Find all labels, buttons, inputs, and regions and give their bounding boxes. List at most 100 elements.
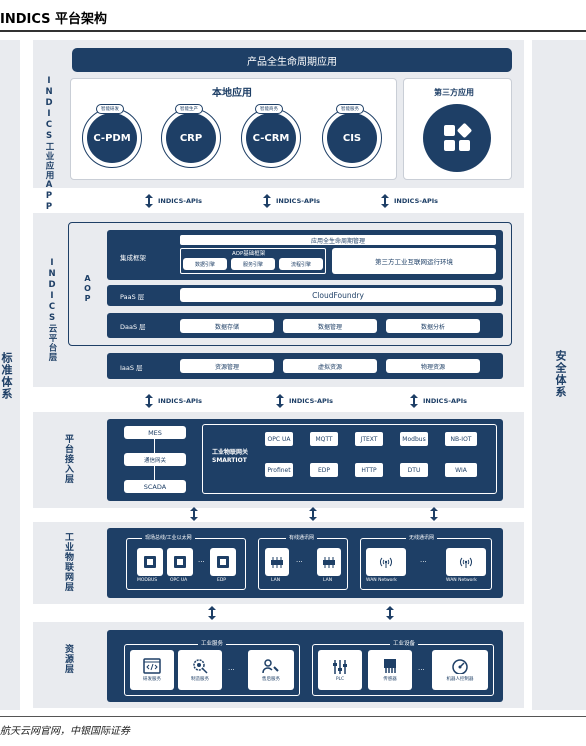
- plc-module-icon: [217, 556, 229, 568]
- page-title: INDICS 平台架构: [0, 12, 108, 27]
- res-sensor-label: 传感器: [383, 677, 397, 682]
- api-label: INDICS-APIs: [276, 197, 321, 205]
- app-cis[interactable]: CIS: [327, 113, 377, 163]
- footer-source: 航天云网官网，中银国际证券: [0, 726, 130, 737]
- app-crp[interactable]: CRP: [166, 113, 216, 163]
- smartiot-frame: [202, 424, 497, 494]
- res-ellipsis: ...: [228, 664, 235, 672]
- iot-ellipsis: ...: [420, 556, 427, 564]
- protocol-mqtt: MQTT: [309, 431, 339, 447]
- app-ccrm[interactable]: C-CRM: [246, 113, 296, 163]
- iot-device-modbus: [137, 548, 163, 576]
- security-system-panel: [532, 40, 586, 710]
- protocol-opcua: OPC UA: [264, 431, 294, 447]
- daas-analysis: 数据分析: [386, 319, 480, 333]
- app-tag-cis: 智能服务: [336, 104, 364, 114]
- aop-frame: [68, 222, 512, 346]
- daas-label: DaaS 层: [120, 323, 146, 331]
- gear-search-icon: [193, 659, 208, 674]
- gauge-icon: [452, 659, 468, 674]
- api-label: INDICS-APIs: [158, 197, 203, 205]
- wireless-antenna-icon: [380, 557, 392, 568]
- protocol-edp: EDP: [309, 462, 339, 478]
- api-link-1c: INDICS-APIs: [381, 194, 438, 208]
- resource-layer-label: 资源层: [63, 644, 73, 674]
- network-switch-icon: [271, 557, 283, 568]
- access-mes: MES: [124, 426, 186, 439]
- protocol-wia: WIA: [444, 462, 478, 478]
- daas-management: 数据管理: [283, 319, 377, 333]
- iot-group-wireless-title: 无线通讯网: [406, 534, 438, 541]
- access-scada: SCADA: [124, 480, 186, 493]
- protocol-http: HTTP: [354, 462, 384, 478]
- third-party-app-circle[interactable]: [423, 104, 491, 172]
- res-after-sales: 售后服务: [248, 650, 294, 690]
- iot-device-edp: [210, 548, 236, 576]
- res-group-equipment-title: 工业设备: [390, 639, 419, 647]
- lifecycle-banner: 产品全生命周期应用: [72, 48, 512, 72]
- iot-device-wan-2: [446, 548, 486, 576]
- aop-base-label: AOP基础框架: [232, 251, 266, 257]
- link-arrow: [208, 606, 216, 620]
- iaas-label: IaaS 层: [120, 364, 143, 372]
- api-label: INDICS-APIs: [423, 397, 468, 405]
- protocol-dtu: DTU: [399, 462, 429, 478]
- res-ellipsis: ...: [418, 664, 425, 672]
- lifecycle-banner-text: 产品全生命周期应用: [247, 56, 337, 68]
- app-layer-label: INDICS工业应用APP层: [44, 76, 54, 223]
- api-label: INDICS-APIs: [158, 397, 203, 405]
- paas-label: PaaS 层: [120, 293, 145, 301]
- security-system-label: 安全体系: [554, 350, 567, 398]
- res-sensor: 传感器: [368, 650, 412, 690]
- integration-label: 集成框架: [120, 254, 146, 262]
- iot-device-lan-2: [317, 548, 341, 576]
- iot-item-edp: EDP: [217, 578, 227, 583]
- iot-ellipsis: ...: [198, 556, 205, 564]
- res-mfg-label: 制造服务: [191, 677, 209, 682]
- apps-grid-icon: [444, 123, 472, 151]
- iot-item-opcua: OPC UA: [170, 578, 188, 583]
- smartiot-label: 工业物联网关 SMARTIOT: [212, 449, 249, 464]
- standard-system-label: 标准体系: [0, 352, 13, 400]
- aop-item-process-engine: 流程引擎: [279, 258, 323, 270]
- res-rd-service: 研发服务: [130, 650, 174, 690]
- third-party-env: 第三方工业互联网运行环境: [332, 248, 496, 274]
- plc-module-icon: [174, 556, 186, 568]
- link-arrow: [386, 606, 394, 620]
- access-layer-label: 平台接入层: [63, 434, 73, 484]
- api-label: INDICS-APIs: [289, 397, 334, 405]
- protocol-modbus: Modbus: [399, 431, 429, 447]
- lifecycle-mgmt: 应用全生命周期管理: [180, 235, 496, 245]
- api-link-1a: INDICS-APIs: [145, 194, 202, 208]
- iot-device-wan-1: [366, 548, 406, 576]
- standard-system-panel: [0, 40, 20, 710]
- iaas-physical: 物理资源: [386, 359, 480, 373]
- third-party-title: 第三方应用: [434, 88, 474, 97]
- res-robot-controller: 机器人控制器: [432, 650, 488, 690]
- wireless-antenna-icon: [460, 557, 472, 568]
- access-gateway-comm: 通信网关: [124, 453, 186, 466]
- wrench-person-icon: [262, 659, 279, 674]
- res-plc: PLC: [318, 650, 362, 690]
- cloud-layer-label: INDICS云平台层: [47, 258, 57, 362]
- iaas-resource-mgmt: 资源管理: [180, 359, 274, 373]
- api-link-2c: INDICS-APIs: [410, 394, 467, 408]
- iot-group-fieldbus-title: 现场总线/工业以太网: [142, 534, 195, 541]
- sliders-icon: [333, 659, 347, 674]
- iot-item-wan-2: WAN Network: [446, 578, 477, 583]
- iot-ellipsis: ...: [296, 556, 303, 564]
- app-tag-ccrm: 智能商务: [255, 104, 283, 114]
- iot-device-lan-1: [265, 548, 289, 576]
- iot-item-lan-1: LAN: [271, 578, 281, 583]
- aop-base-frame: [180, 248, 326, 274]
- aop-item-data-engine: 数据引擎: [183, 258, 227, 270]
- aop-label: AOP: [83, 274, 92, 304]
- iot-group-wired-title: 有线通讯网: [286, 534, 318, 541]
- protocol-jtext: JTEXT: [354, 431, 384, 447]
- link-arrow: [430, 507, 438, 521]
- res-mfg-service: 制造服务: [178, 650, 222, 690]
- app-cpdm[interactable]: C-PDM: [87, 113, 137, 163]
- iot-item-modbus: MODBUS: [137, 578, 158, 583]
- paas-cloudfoundry: CloudFoundry: [180, 288, 496, 302]
- iot-layer-label: 工业物联网层: [63, 532, 73, 592]
